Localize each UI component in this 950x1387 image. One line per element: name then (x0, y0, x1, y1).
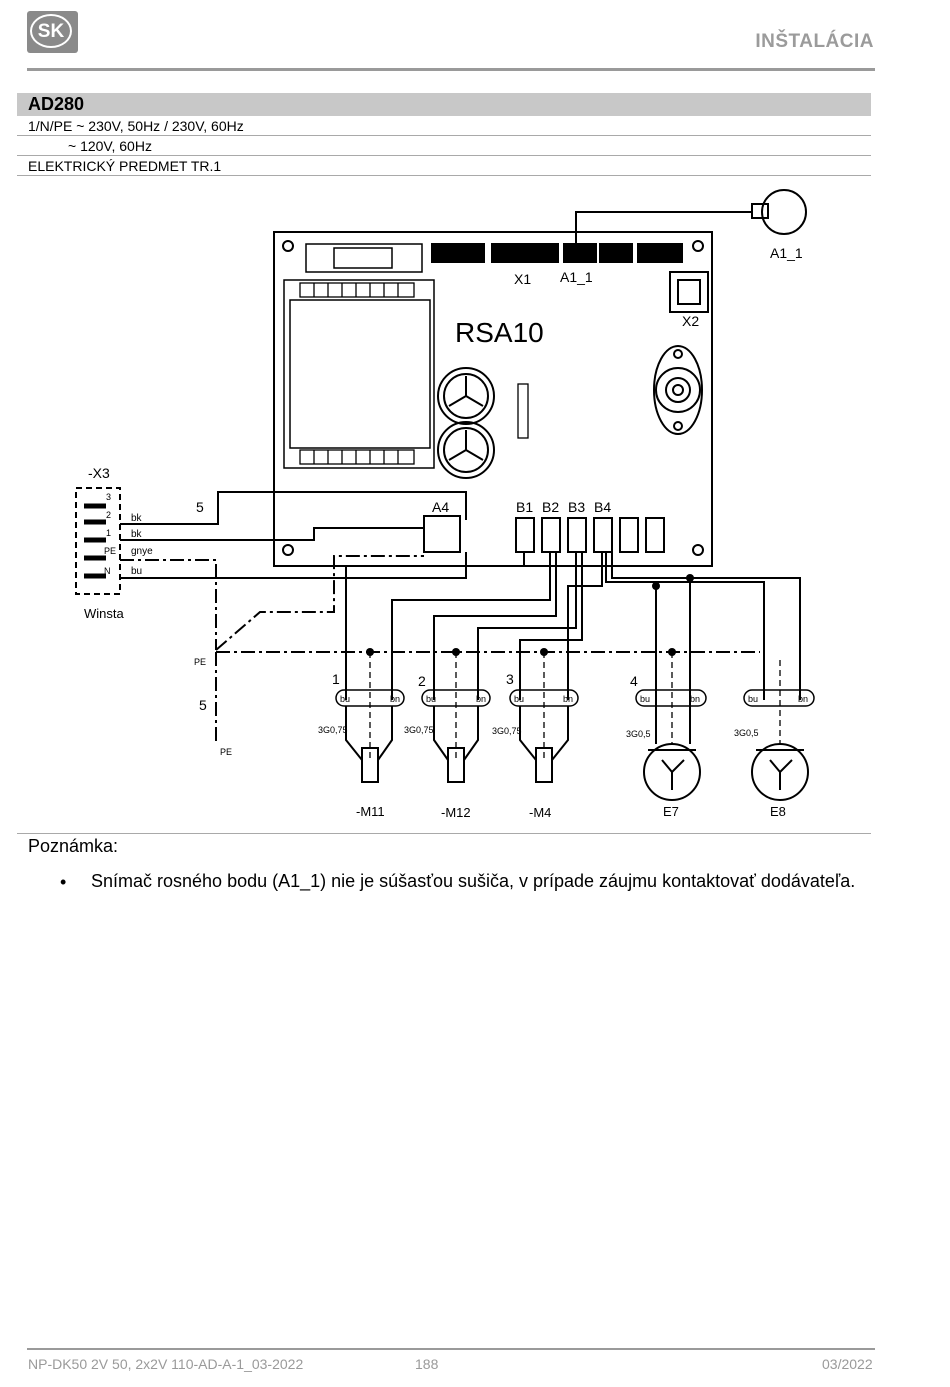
connector-b2-label: B2 (542, 499, 559, 515)
load-cable: 3G0,75 (318, 725, 348, 735)
load-cable: 3G0,5 (626, 729, 651, 739)
connector-a4-label: A4 (432, 499, 449, 515)
terminal-pin: 2 (106, 510, 111, 520)
wire-color: bu (514, 694, 524, 704)
header-divider (27, 68, 875, 71)
connector-b4-label: B4 (594, 499, 611, 515)
spec-line-3: ELEKTRICKÝ PREDMET TR.1 (28, 158, 222, 174)
footer-page-number: 188 (415, 1356, 439, 1372)
wire-color: bu (340, 694, 350, 704)
model-title-bar (17, 93, 871, 116)
terminal-pin: N (104, 566, 111, 576)
pe-cable-label: 5 (199, 697, 207, 713)
footer-divider (27, 1348, 875, 1350)
connector-a1-1-label: A1_1 (560, 269, 593, 285)
logo-text: SK (30, 14, 72, 48)
wire-color: bn (476, 694, 486, 704)
load-cable: 3G0,75 (404, 725, 434, 735)
model-title: AD280 (28, 94, 85, 114)
mains-cable-label: 5 (196, 499, 204, 515)
wire-color: bu (640, 694, 650, 704)
terminal-pin: PE (104, 546, 116, 556)
board-label: RSA10 (455, 317, 544, 348)
wiring-diagram: RSA10 X1 A1_1 X2 A1_1 A4 B1 B2 B3 B4 -X3… (75, 189, 815, 820)
wire-color: bn (390, 694, 400, 704)
load-number: 3 (506, 671, 514, 687)
note-title: Poznámka: (28, 836, 119, 856)
load-name: -M11 (356, 804, 385, 819)
wire-color: bu (426, 694, 436, 704)
note-text: Snímač rosného bodu (A1_1) nie je súšasť… (91, 871, 856, 891)
load-cable: 3G0,5 (734, 728, 759, 738)
load-name: -M4 (529, 805, 551, 820)
load-number: 2 (418, 673, 426, 689)
footer-doc-id: NP-DK50 2V 50, 2x2V 110-AD-A-1_03-2022 (28, 1356, 304, 1372)
spec-line-1: 1/N/PE ~ 230V, 50Hz / 230V, 60Hz (28, 118, 244, 134)
wire-color: bn (798, 694, 808, 704)
connector-x1-label: X1 (514, 271, 531, 287)
wire-color: bk (131, 513, 143, 524)
terminal-name: -X3 (88, 465, 110, 481)
terminal-pin: 3 (106, 492, 111, 502)
spec-divider (17, 155, 871, 156)
wire-color: bn (563, 694, 573, 704)
sensor-label: A1_1 (770, 245, 803, 261)
connector-b1-label: B1 (516, 499, 533, 515)
note-divider (17, 833, 871, 834)
spec-divider (17, 175, 871, 176)
section-title: INŠTALÁCIA (755, 31, 874, 52)
spec-line-2: ~ 120V, 60Hz (68, 138, 152, 154)
wire-color: bn (690, 694, 700, 704)
load-cable: 3G0,75 (492, 726, 522, 736)
wire-color: bk (131, 529, 143, 540)
terminal-pin: 1 (106, 528, 111, 538)
wire-color: gnye (131, 546, 153, 557)
load-number: 1 (332, 671, 340, 687)
sk-logo: SK (27, 11, 78, 53)
bullet: • (60, 872, 67, 892)
load-name: E7 (663, 804, 679, 819)
wire-color: bu (131, 566, 142, 577)
terminal-maker: Winsta (84, 606, 125, 621)
footer-date: 03/2022 (822, 1356, 873, 1372)
load-name: E8 (770, 804, 786, 819)
connector-x2-label: X2 (682, 313, 699, 329)
connector-b3-label: B3 (568, 499, 585, 515)
pe-label: PE (194, 657, 206, 667)
wire-color: bu (748, 694, 758, 704)
load-number: 4 (630, 673, 638, 689)
pe-label: PE (220, 747, 232, 757)
spec-divider (17, 135, 871, 136)
load-name: -M12 (441, 805, 471, 820)
